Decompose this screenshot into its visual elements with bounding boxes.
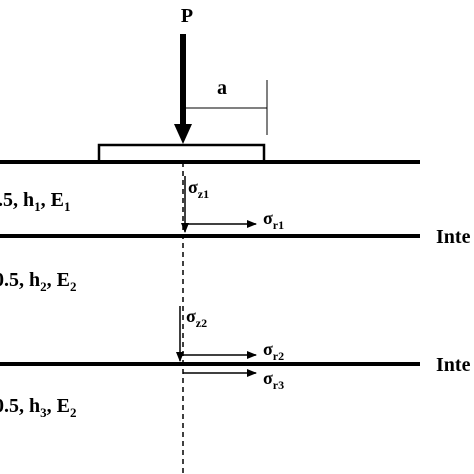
sigma-z2-label: σz2 [186,306,207,330]
load-arrowhead [174,124,192,144]
interface-label-1: Inte [436,226,471,248]
sigma-r2-label: σr2 [263,339,284,363]
sigma-r3-label: σr3 [263,368,284,392]
layer-1-label: .5, h1, E1 [0,189,70,214]
load-label: P [181,5,193,27]
interface-label-2: Inte [436,354,471,376]
radius-label: a [217,77,227,99]
layer-2-label: 0.5, h2, E2 [0,269,76,294]
sigma-r1-label: σr1 [263,208,284,232]
layer-3-label: 0.5, h3, E2 [0,395,76,420]
loading-plate [97,143,266,164]
sigma-z1-label: σz1 [188,177,209,201]
